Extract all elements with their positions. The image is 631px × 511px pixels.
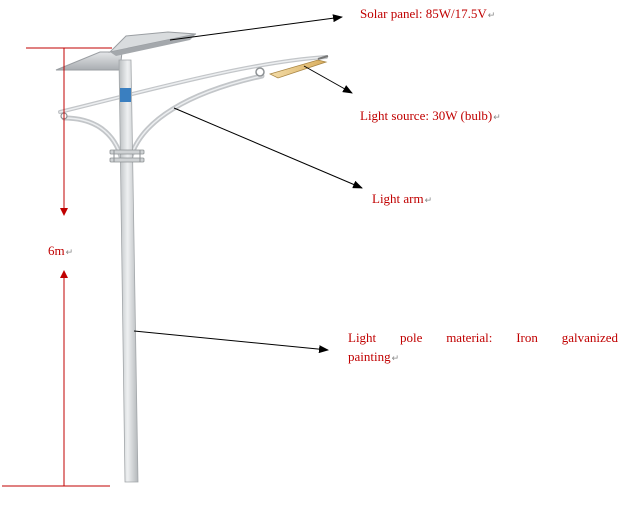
light-pole	[109, 59, 145, 483]
word: Iron	[516, 330, 538, 345]
word: painting	[348, 349, 391, 364]
light-source-bulb	[268, 55, 329, 79]
label-solar-panel: Solar panel: 85W/17.5V↵	[360, 6, 495, 22]
label-height-text: 6m	[48, 243, 65, 258]
paragraph-mark: ↵	[391, 353, 400, 363]
pole-clamp-blue	[120, 88, 131, 102]
label-light-source: Light source: 30W (bulb)↵	[360, 108, 501, 124]
label-pole-material-line1: Light pole material: Iron galvanized	[348, 328, 618, 347]
pole-bracket	[109, 149, 145, 163]
label-light-arm: Light arm↵	[372, 191, 432, 207]
leader-light-source	[303, 65, 353, 94]
label-solar-panel-text: Solar panel: 85W/17.5V	[360, 6, 487, 21]
height-dimension	[2, 47, 112, 487]
label-height: 6m↵	[48, 243, 73, 259]
label-light-arm-text: Light arm	[372, 191, 424, 206]
word: galvanized	[561, 330, 618, 345]
word: Light	[348, 330, 377, 345]
leader-light-arm	[173, 107, 363, 189]
word: pole	[399, 330, 423, 345]
paragraph-mark: ↵	[424, 195, 433, 205]
paragraph-mark: ↵	[65, 247, 74, 257]
leader-solar-panel	[169, 14, 343, 41]
word: material:	[446, 330, 493, 345]
label-pole-material: Light pole material: Iron galvanized pai…	[348, 328, 618, 368]
paragraph-mark: ↵	[487, 10, 496, 20]
leader-pole-material	[133, 330, 329, 354]
paragraph-mark: ↵	[493, 112, 501, 122]
label-light-source-text: Light source: 30W (bulb)	[360, 108, 493, 123]
leader-lines	[133, 14, 363, 354]
label-pole-material-line2: painting↵	[348, 347, 618, 368]
